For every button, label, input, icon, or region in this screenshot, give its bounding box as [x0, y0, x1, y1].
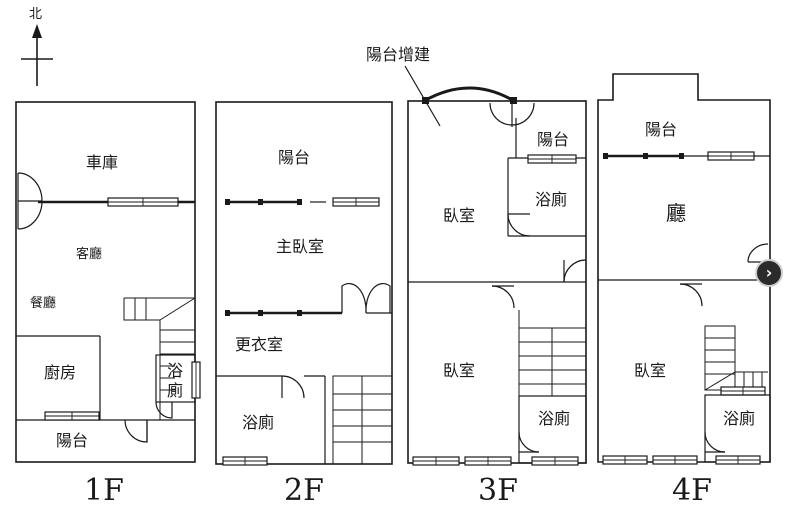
floor-2f-label: 2F	[284, 473, 324, 508]
callout-leader-line	[404, 65, 441, 127]
room-bath-label: 浴廁	[242, 413, 274, 432]
balcony-extension-label: 陽台增建	[366, 45, 430, 64]
north-arrow-icon	[32, 24, 42, 38]
compass-north-label: 北	[29, 7, 42, 22]
room-bath-lower-label: 浴廁	[538, 409, 570, 428]
room-dining-label: 餐廳	[30, 295, 56, 311]
floor-2f-outline	[215, 101, 393, 465]
floor-4f-outline	[597, 73, 771, 463]
room-garage-label: 車庫	[86, 153, 118, 172]
room-closet-label: 更衣室	[235, 335, 283, 354]
room-bath-upper-label: 浴廁	[535, 190, 567, 209]
room-bedroom-upper-label: 臥室	[443, 206, 475, 225]
room-balcony-label: 陽台	[278, 148, 310, 167]
room-bedroom-lower-label: 臥室	[443, 361, 475, 380]
room-bath-label-line2: 廁	[167, 381, 183, 400]
floor-1f: 車庫 客廳 餐廳 廚房 浴 廁 陽台 1F	[15, 101, 201, 508]
chevron-right-icon: ›	[765, 263, 773, 282]
room-bedroom-label: 臥室	[634, 361, 666, 380]
room-balcony-label: 陽台	[537, 130, 569, 149]
floor-1f-label: 1F	[84, 473, 124, 508]
floor-3f: 臥室 陽台 浴廁 臥室 浴廁 3F	[407, 86, 587, 508]
compass: 北	[21, 7, 53, 86]
balcony-extension-callout: 陽台增建	[366, 45, 441, 127]
floor-4f: 陽台 廳 臥室 浴廁 4F	[597, 73, 771, 508]
room-balcony-label: 陽台	[56, 431, 88, 450]
balcony-extension-arc	[423, 86, 515, 103]
staircase	[518, 310, 587, 397]
room-master-bedroom-label: 主臥室	[276, 237, 324, 256]
room-hall-label: 廳	[666, 201, 686, 225]
floor-2f: 陽台 主臥室 更衣室 浴廁 2F	[215, 101, 393, 508]
staircase	[332, 375, 393, 465]
room-living-label: 客廳	[76, 246, 102, 262]
room-bath-label: 浴廁	[723, 409, 755, 428]
room-bath-label-line1: 浴	[167, 361, 183, 380]
staircase	[704, 325, 768, 391]
floor-4f-label: 4F	[672, 473, 712, 508]
next-image-button[interactable]: ›	[755, 259, 783, 287]
floor-1f-outline	[15, 101, 196, 463]
room-balcony-label: 陽台	[645, 120, 677, 139]
room-kitchen-label: 廚房	[44, 363, 76, 382]
floor-3f-label: 3F	[478, 473, 518, 508]
